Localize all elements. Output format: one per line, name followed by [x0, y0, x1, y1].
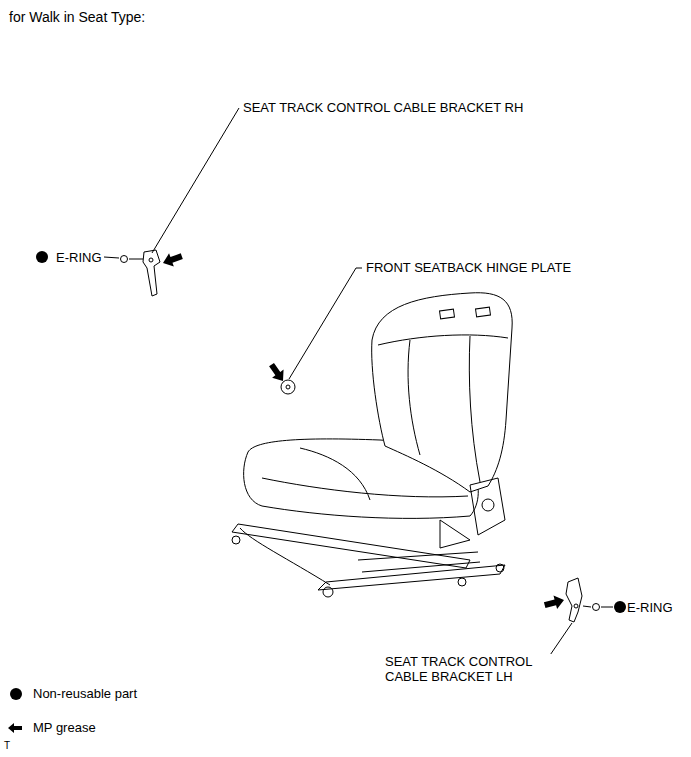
e-ring — [593, 604, 600, 611]
part-name: E-RING — [55, 250, 103, 265]
bracket-lh — [566, 578, 582, 622]
bracket-hole — [574, 604, 578, 608]
grease-arrow — [266, 361, 289, 385]
legend-arrow-shape — [8, 723, 22, 733]
rail-foot — [458, 578, 466, 586]
rail-foot — [496, 564, 504, 572]
seat-cushion-seam — [300, 448, 370, 500]
recliner-link — [440, 520, 470, 548]
seatback — [372, 293, 512, 492]
diagram-title: for Walk in Seat Type: — [8, 10, 146, 25]
seatback-seam — [469, 336, 480, 482]
seat-rail — [240, 528, 330, 585]
seatback-seam — [408, 340, 420, 455]
leader-line — [104, 257, 119, 258]
legend-text: Non-reusable part — [32, 686, 138, 701]
headrest-guide — [476, 307, 491, 317]
grease-arrows — [161, 250, 566, 612]
recliner-knob — [482, 499, 494, 511]
seat-cushion-seam — [262, 478, 468, 497]
legend-dot-shape — [10, 688, 22, 700]
bracket-rh — [143, 250, 160, 296]
grease-arrow — [161, 250, 185, 270]
legend-text: MP grease — [32, 720, 97, 735]
rail-foot — [323, 587, 333, 597]
leader-line — [583, 606, 591, 607]
non-reusable-dot — [36, 251, 48, 263]
bracket-hole — [149, 258, 153, 262]
grease-arrow — [543, 593, 566, 612]
e-ring — [121, 256, 128, 263]
leader-line — [601, 607, 613, 608]
part-name: SEAT TRACK CONTROL CABLE BRACKET LH — [384, 654, 551, 684]
leader-line — [152, 108, 239, 253]
part-name: E-RING — [626, 600, 674, 615]
non-reusable-dot — [614, 601, 626, 613]
hinge-plate-hole — [286, 385, 290, 389]
seat-rail — [232, 524, 470, 568]
seat-drawing — [104, 108, 613, 661]
part-name: SEAT TRACK CONTROL CABLE BRACKET RH — [242, 100, 524, 115]
figure-code: T — [3, 738, 11, 753]
headrest-guide — [440, 309, 455, 319]
seat-rail — [358, 552, 480, 572]
hinge-plate — [281, 380, 295, 394]
legend-dot — [10, 688, 22, 700]
leader-line — [289, 268, 362, 379]
seatback-seam — [378, 335, 508, 345]
legend-arrow — [8, 723, 22, 733]
leader-line — [129, 259, 143, 260]
rail-foot — [232, 536, 240, 544]
recliner — [470, 478, 505, 535]
seat-rail — [318, 565, 505, 590]
part-name: FRONT SEATBACK HINGE PLATE — [365, 260, 572, 275]
